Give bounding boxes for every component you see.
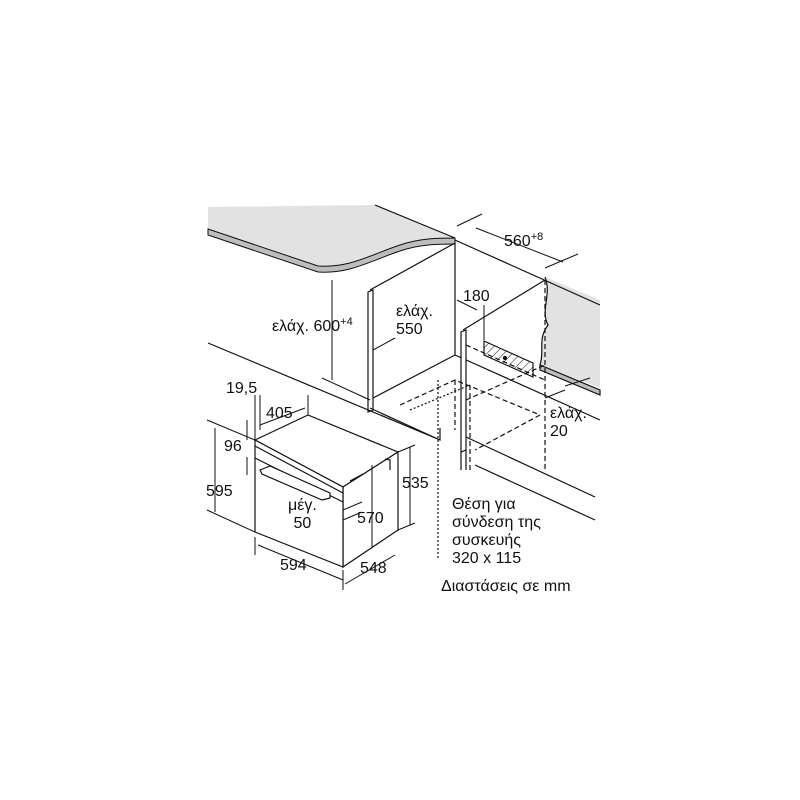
dim-prefix: ελάχ. xyxy=(550,405,587,422)
dim-600: ελάχ. 600+4 xyxy=(272,316,353,336)
note-line: συσκευής xyxy=(452,532,521,549)
dim-value: 550 xyxy=(396,321,423,338)
dim-tolerance: +4 xyxy=(340,316,353,328)
dim-405: 405 xyxy=(266,405,293,422)
dimension-lines xyxy=(206,213,591,590)
dim-prefix: μέγ. xyxy=(288,497,317,514)
dim-570: 570 xyxy=(357,510,384,527)
note-line: 320 x 115 xyxy=(452,550,522,567)
dim-max-50: μέγ.50 xyxy=(288,497,317,533)
connection-area-hatch xyxy=(483,340,534,378)
note-line: σύνδεση της xyxy=(452,514,541,531)
oven xyxy=(253,414,400,569)
dim-550: ελάχ.550 xyxy=(396,303,433,339)
countertop-left xyxy=(207,204,456,273)
dim-tolerance: +8 xyxy=(530,231,544,243)
cabinet-niche xyxy=(207,239,601,560)
dim-594: 594 xyxy=(280,557,307,574)
dim-min-20: ελάχ.20 xyxy=(550,405,587,441)
dim-prefix: ελάχ. xyxy=(396,303,433,320)
units-note: Διαστάσεις σε mm xyxy=(441,578,571,595)
note-line: Θέση για xyxy=(452,496,516,513)
dim-19-5: 19,5 xyxy=(226,380,258,397)
countertop-right xyxy=(539,276,601,396)
dim-value: 560 xyxy=(504,233,531,250)
dim-595: 595 xyxy=(206,483,233,500)
dim-96: 96 xyxy=(224,438,242,455)
dim-prefix: ελάχ. xyxy=(272,318,309,335)
dim-548: 548 xyxy=(360,560,387,577)
dim-value: 600 xyxy=(313,318,341,335)
dim-535: 535 xyxy=(402,475,429,492)
dim-value: 20 xyxy=(550,423,568,440)
dim-180: 180 xyxy=(463,288,490,305)
dim-value: 50 xyxy=(293,515,312,532)
connection-note: Θέση για σύνδεση της συσκευής 320 x 115 xyxy=(452,496,541,568)
dim-560: 560+8 xyxy=(504,231,544,251)
